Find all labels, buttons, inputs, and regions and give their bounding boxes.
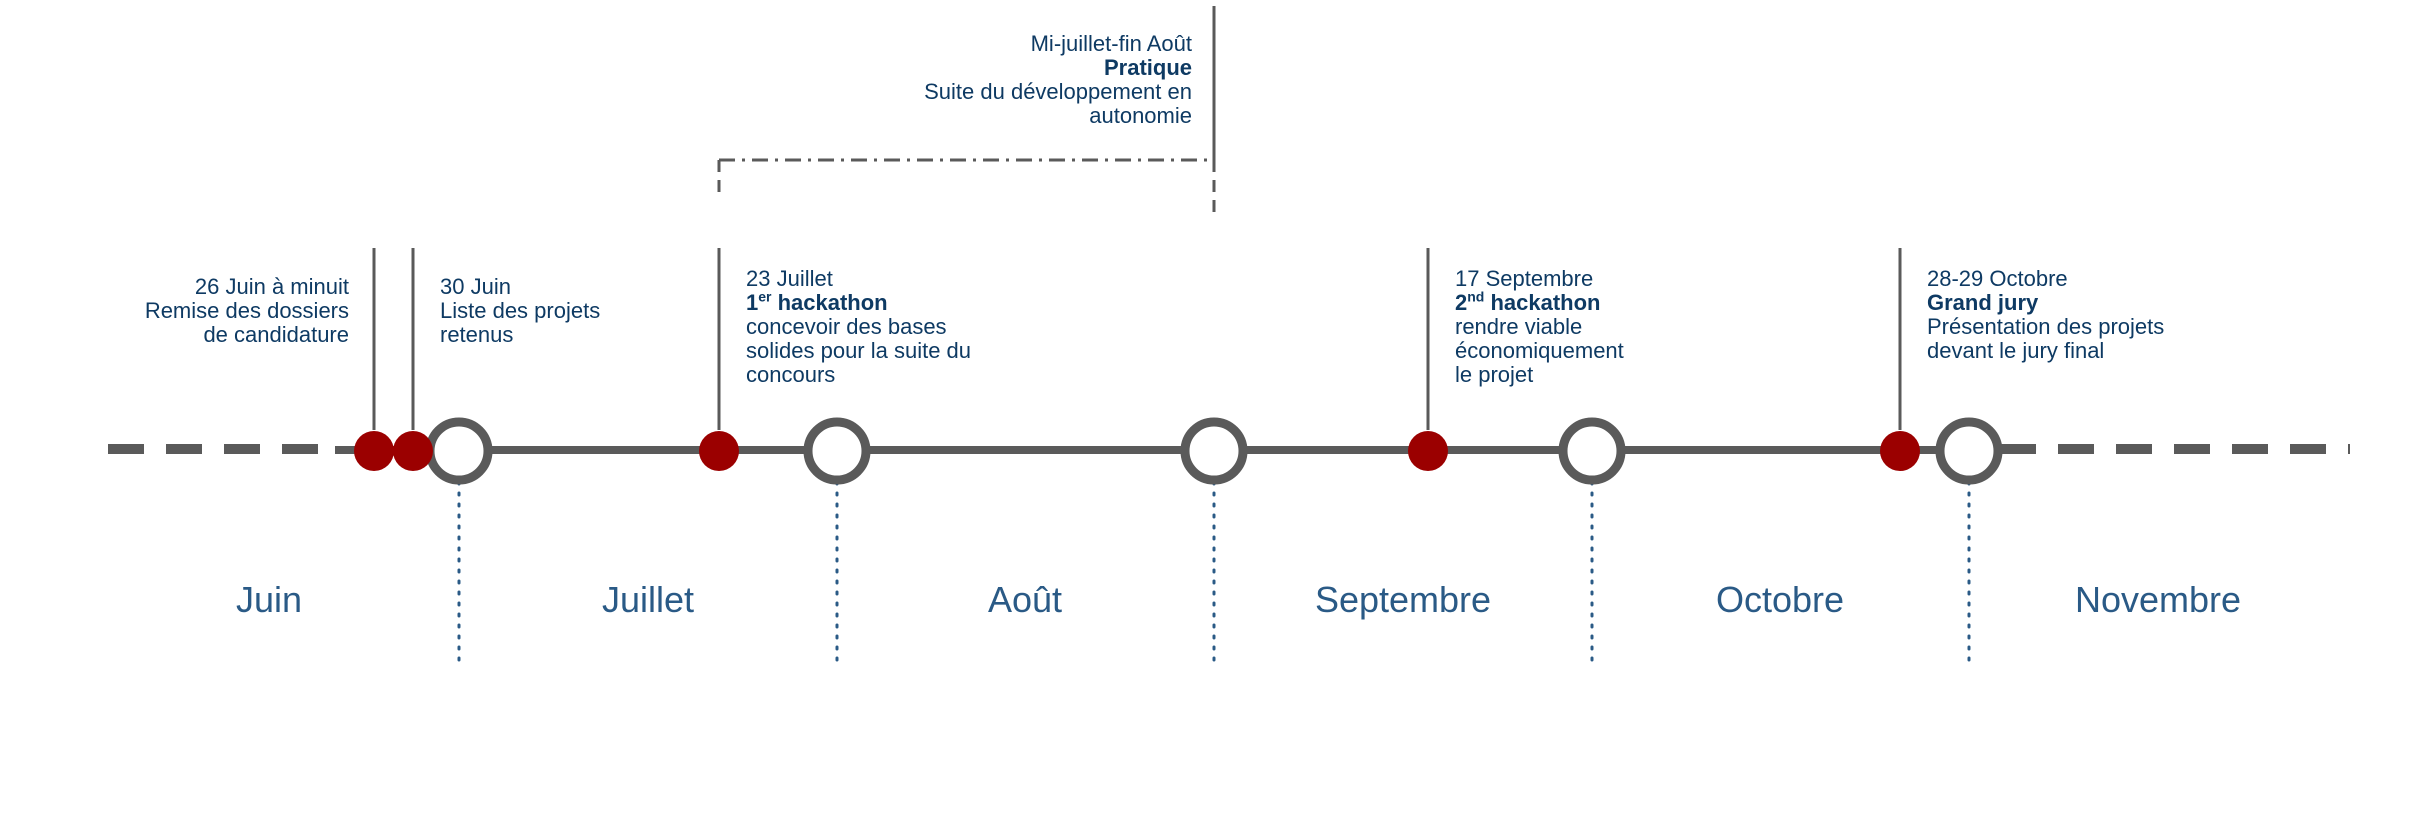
event-desc: de candidature: [203, 322, 349, 347]
event-desc: économiquement: [1455, 338, 1624, 363]
event-date: 17 Septembre: [1455, 266, 1594, 291]
event-dot: [1880, 431, 1920, 471]
month-label-septembre: Septembre: [1314, 579, 1492, 620]
event-date: 30 Juin: [440, 274, 511, 299]
event-desc: devant le jury final: [1927, 338, 2105, 363]
period-label: Mi-juillet-fin Août Pratique Suite du dé…: [924, 32, 1192, 128]
event-desc: Présentation des projets: [1927, 314, 2165, 339]
ordinal: 1: [746, 290, 759, 315]
event-label-hackathon-2: 17 Septembre 2nd hackathon rendre viable…: [1455, 267, 1624, 387]
event-label-selection: 30 Juin Liste des projets retenus: [440, 275, 600, 347]
event-title: Grand jury: [1927, 290, 2039, 315]
event-desc: retenus: [440, 322, 514, 347]
month-label-novembre: Novembre: [2074, 579, 2242, 620]
ordinal-suffix: er: [758, 288, 772, 305]
event-desc: concevoir des bases: [746, 314, 947, 339]
event-date: 28-29 Octobre: [1927, 266, 2068, 291]
period-date: Mi-juillet-fin Août: [1030, 31, 1192, 56]
event-desc: solides pour la suite du: [746, 338, 972, 363]
event-stems: [372, 248, 1902, 430]
event-date: 23 Juillet: [746, 266, 833, 291]
month-label-octobre: Octobre: [1715, 579, 1845, 620]
ordinal: 2: [1455, 290, 1468, 315]
event-date: 26 Juin à minuit: [194, 274, 349, 299]
month-separators: [457, 480, 1971, 664]
event-label-grand-jury: 28-29 Octobre Grand jury Présentation de…: [1927, 267, 2164, 363]
month-ring: [1180, 417, 1248, 485]
event-label-submission: 26 Juin à minuit Remise des dossiers de …: [145, 275, 349, 347]
event-title: 2nd hackathon: [1455, 288, 1624, 315]
event-label-hackathon-1: 23 Juillet 1er hackathon concevoir des b…: [746, 267, 971, 387]
event-dot: [393, 431, 433, 471]
event-desc: Liste des projets: [440, 298, 601, 323]
month-ring: [1935, 417, 2003, 485]
title-text: hackathon: [1484, 290, 1601, 315]
event-desc: le projet: [1455, 362, 1534, 387]
period-desc-2: autonomie: [1089, 103, 1192, 128]
month-label-juillet: Juillet: [601, 579, 695, 620]
month-ring: [425, 417, 493, 485]
month-ring: [1558, 417, 1626, 485]
month-ring: [803, 417, 871, 485]
event-desc: concours: [746, 362, 836, 387]
event-dots: [354, 431, 1920, 471]
event-desc: rendre viable: [1455, 314, 1583, 339]
event-dot: [699, 431, 739, 471]
ordinal-suffix: nd: [1467, 288, 1485, 305]
month-label-aout: Août: [987, 579, 1063, 620]
period-desc-1: Suite du développement en: [924, 79, 1192, 104]
event-title: 1er hackathon: [746, 288, 971, 315]
event-desc: Remise des dossiers: [144, 298, 349, 323]
month-label-juin: Juin: [235, 579, 303, 620]
title-text: hackathon: [771, 290, 888, 315]
period-title: Pratique: [1103, 55, 1192, 80]
event-dot: [354, 431, 394, 471]
event-dot: [1408, 431, 1448, 471]
